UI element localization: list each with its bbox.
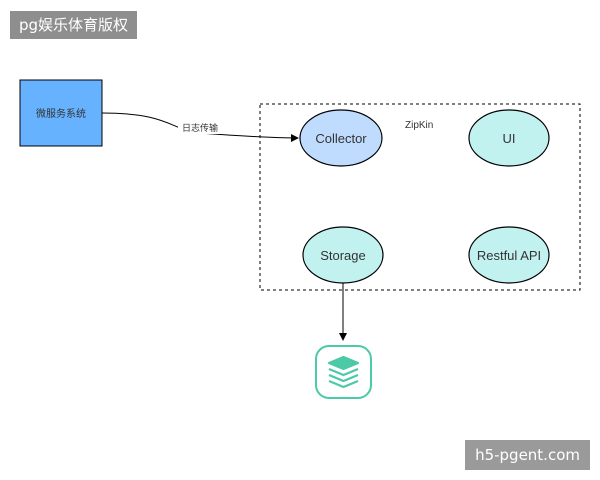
node-collector[interactable]: Collector: [299, 109, 383, 167]
ui-ellipse: [468, 109, 550, 167]
database-stack-icon: [315, 345, 372, 399]
ui-label: UI: [503, 131, 516, 146]
node-storage[interactable]: Storage: [302, 226, 384, 284]
watermark-top: pg娱乐体育版权: [10, 11, 138, 39]
database-icon-frame: [315, 345, 372, 399]
restful-api-label: Restful API: [477, 248, 541, 263]
node-restful-api[interactable]: Restful API: [468, 226, 550, 284]
collector-label: Collector: [315, 131, 367, 146]
node-microservice-system[interactable]: 微服务系统: [19, 79, 103, 147]
edge-log-transfer-label: 日志传输: [182, 122, 218, 134]
zipkin-group-label: ZipKin: [405, 120, 433, 131]
watermark-bottom: h5-pgent.com: [465, 440, 590, 470]
microservice-system-box: [19, 79, 103, 147]
edge-log-transfer-label-bg: [178, 121, 222, 134]
database-icon-middle-layer: [328, 367, 359, 377]
storage-label: Storage: [320, 248, 366, 263]
node-ui[interactable]: UI: [468, 109, 550, 167]
database-icon-top-layer: [327, 355, 360, 371]
database-icon-bottom-layer: [328, 379, 359, 389]
zipkin-group: ZipKin: [259, 103, 581, 291]
zipkin-group-border: [259, 103, 581, 291]
restful-api-ellipse: [468, 226, 550, 284]
collector-ellipse: [299, 109, 383, 167]
microservice-system-label: 微服务系统: [36, 107, 86, 120]
database-icon-lower-layer: [328, 373, 359, 383]
edge-log-transfer: 日志传输: [101, 112, 299, 142]
